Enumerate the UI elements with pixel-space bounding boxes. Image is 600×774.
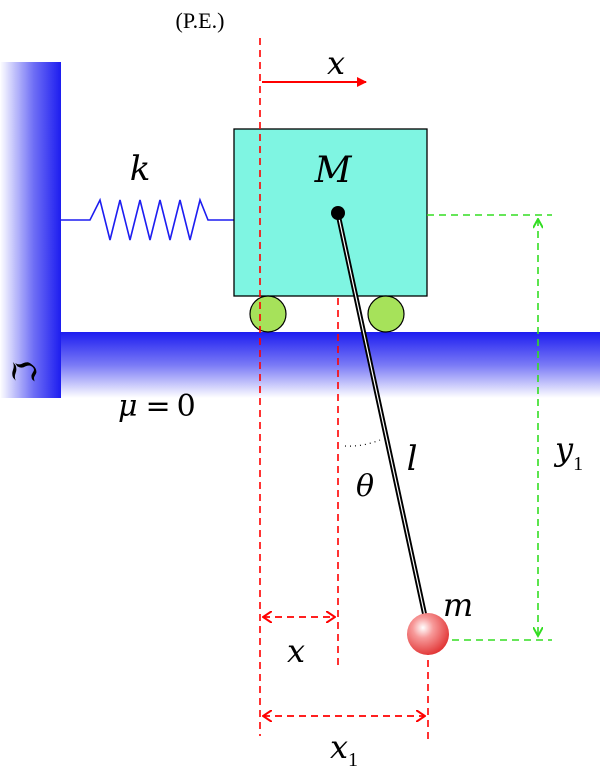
wall [0, 62, 61, 398]
spring [61, 197, 234, 241]
pivot-point [331, 206, 345, 220]
x1-label-base: x [330, 728, 348, 766]
x1-label: x1 [330, 728, 358, 771]
frame-label: ℑ [7, 361, 43, 383]
right-wheel [367, 295, 405, 333]
x1-label-sub: 1 [348, 749, 358, 771]
length-label: l [407, 439, 418, 479]
cart [233, 128, 428, 297]
pendulum-bob [407, 613, 449, 655]
x-direction-label: x [327, 44, 345, 82]
bob-mass-label: m [443, 586, 473, 624]
pendulum-rod-inner [337, 213, 429, 631]
friction-symbol: μ [118, 389, 138, 424]
floor [61, 332, 600, 398]
friction-label: μ=0 [118, 389, 196, 424]
angle-label: θ [356, 469, 374, 504]
angle-arc [344, 439, 381, 447]
equilibrium-label: (P.E.) [176, 8, 225, 33]
x-displacement-label: x [287, 632, 305, 670]
spring-constant-label: k [130, 149, 151, 189]
friction-value: 0 [177, 389, 196, 424]
y1-label-base: y [553, 430, 574, 468]
cart-mass-label: M [314, 150, 353, 191]
friction-equals: = [146, 389, 171, 424]
y1-label-sub: 1 [573, 453, 583, 475]
left-wheel [249, 295, 287, 333]
y1-label: y1 [553, 430, 583, 475]
